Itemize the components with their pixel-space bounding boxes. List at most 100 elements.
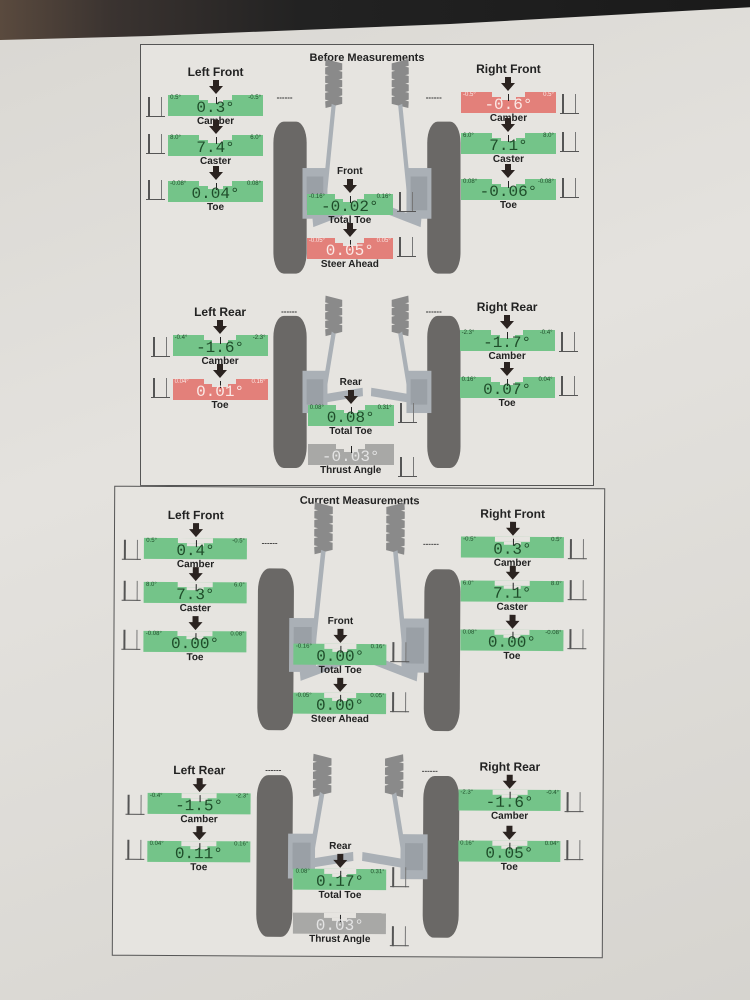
wheel-placeholder-dashes: ------: [276, 93, 293, 103]
gauge-max-label: 0.16°: [251, 379, 266, 385]
rf-caster-label: Caster: [492, 153, 525, 165]
gauge-value: 0.07°: [483, 380, 532, 399]
target-arrow-icon: [191, 832, 206, 841]
wheel-diagram-icon: [397, 403, 417, 423]
gauge-notch: [203, 379, 237, 384]
rf-caster-gauge: 6.0° 8.0° 7.1°: [460, 580, 564, 603]
rf-caster-reading: 6.0° 8.0° 7.1° Caster: [460, 566, 584, 615]
gauge-value: -1.5°: [175, 797, 224, 816]
rear-total-toe-reading: Rear 0.08° 0.31° 0.17° Total Toe: [293, 839, 407, 902]
front-total-toe-gauge: -0.16° 0.16° 0.00°: [293, 644, 387, 666]
gauge-value: -0.02°: [321, 197, 379, 216]
wheel-placeholder-dashes: ------: [265, 765, 282, 776]
gauge-min-label: 0.04°: [174, 379, 189, 385]
lf-caster-label: Caster: [179, 602, 211, 614]
lr-camber-gauge: -0.4° -2.3° -1.5°: [147, 793, 251, 816]
thrust-angle-label: Thrust Angle: [309, 933, 371, 945]
lr-camber-title: Left Rear: [194, 304, 247, 319]
wheel-diagram-icon: [569, 629, 584, 650]
target-arrow-icon: [188, 529, 203, 538]
wheel-diagram-icon: [397, 457, 417, 478]
gauge-max-label: 8.0°: [543, 132, 554, 139]
wheel-placeholder-dashes: ------: [425, 93, 442, 103]
gauge-notch: [336, 444, 366, 450]
target-arrow-icon: [501, 76, 516, 91]
wheel-placeholder-dashes: ------: [261, 538, 278, 549]
target-arrow-icon: [342, 223, 357, 238]
target-arrow-icon: [208, 79, 223, 94]
lf-toe-reading: -0.08° 0.08° 0.00° Toe: [123, 616, 247, 665]
gauge-min-label: -0.08°: [170, 181, 187, 187]
gauge-max-label: 0.05°: [376, 238, 391, 245]
gauge-notch: [500, 137, 517, 141]
gauge-notch: [492, 178, 525, 184]
target-arrow-icon: [342, 178, 357, 193]
rf-camber-gauge: -0.5° 0.5° 0.3°: [461, 536, 564, 559]
gauge-value: -1.6°: [196, 338, 245, 357]
target-arrow-icon: [208, 119, 223, 134]
gauge-center-tick: [350, 446, 352, 454]
gauge-value: 7.3°: [176, 585, 215, 604]
gauge-notch: [203, 334, 237, 340]
gauge-max-label: -0.4°: [539, 330, 553, 337]
wheel-diagram-icon: [150, 336, 170, 357]
gauge-notch: [499, 381, 515, 385]
lf-toe-label: Toe: [186, 651, 204, 663]
gauge-center-tick: [350, 407, 352, 414]
rf-camber-reading: Right Front -0.5° 0.5° 0.3° Camber: [461, 506, 584, 570]
before-measurements-panel: Before Measurements Left Front 0.5° -0.5…: [140, 44, 594, 486]
gauge-value: 0.3°: [493, 540, 532, 559]
gauge-notch: [342, 243, 357, 247]
lf-camber-reading: Left Front 0.5° -0.5° 0.3° Camber: [146, 65, 264, 128]
gauge-max-label: 6.0°: [250, 134, 262, 141]
wheel-diagram-icon: [123, 629, 138, 650]
wheel-diagram-icon: [146, 96, 166, 117]
lf-camber-gauge: 0.5° -0.5° 0.3°: [168, 94, 264, 116]
rr-camber-reading: Right Rear -2.3° -0.4° -1.7° Camber: [459, 300, 578, 363]
target-arrow-icon: [505, 527, 520, 536]
gauge-value: -1.7°: [483, 334, 532, 353]
front-total-toe-label: Total Toe: [328, 214, 372, 226]
lf-toe-gauge: -0.08° 0.08° 0.04°: [168, 181, 264, 203]
lf-caster-reading: 8.0° 6.0° 7.3° Caster: [123, 566, 247, 615]
gauge-value: 0.00°: [315, 696, 365, 715]
front-total-toe-gauge: -0.16° 0.16° -0.02°: [306, 193, 393, 216]
gauge-center-tick: [507, 378, 509, 386]
lf-caster-gauge: 8.0° 6.0° 7.4°: [168, 134, 264, 156]
rf-toe-reading: 0.08° -0.08° 0.00° Toe: [460, 615, 584, 664]
rf-toe-label: Toe: [503, 651, 521, 663]
wheel-diagram-icon: [396, 237, 416, 258]
wheel-diagram-icon: [569, 538, 584, 559]
gauge-value: 7.1°: [489, 136, 528, 155]
steer-ahead-reading: -0.05° 0.05° 0.00° Steer Ahead: [293, 677, 407, 725]
steer-ahead-label: Steer Ahead: [320, 259, 379, 271]
target-arrow-icon: [502, 781, 517, 790]
gauge-notch: [500, 96, 517, 100]
rf-toe-gauge: 0.08° -0.08° 0.00°: [460, 629, 564, 652]
rf-camber-gauge: -0.5° 0.5° -0.6°: [461, 91, 556, 113]
gauge-min-label: 0.5°: [170, 94, 181, 101]
gauge-center-tick: [349, 195, 351, 203]
gauge-notch: [207, 139, 224, 143]
gauge-notch: [342, 198, 357, 202]
lf-caster-gauge: 8.0° 6.0° 7.3°: [143, 581, 247, 604]
gauge-max-label: -0.08°: [537, 178, 554, 185]
suspension-illustration: [273, 58, 461, 468]
wheel-diagram-icon: [127, 794, 142, 815]
gauge-notch: [212, 339, 228, 343]
gauge-min-label: -0.5°: [463, 91, 476, 98]
rr-toe-label: Toe: [498, 397, 516, 409]
rear-total-toe-gauge: 0.08° 0.31° 0.08°: [307, 405, 394, 427]
gauge-min-label: -0.4°: [174, 334, 188, 341]
gauge-value: -1.6°: [485, 794, 534, 813]
suspension-illustration: [256, 502, 461, 939]
lf-toe-label: Toe: [207, 202, 225, 213]
gauge-notch: [207, 99, 224, 103]
gauge-center-tick: [215, 183, 217, 190]
wheel-diagram-icon: [569, 580, 584, 601]
wheel-diagram-icon: [566, 792, 582, 813]
wheel-diagram-icon: [558, 332, 578, 353]
gauge-notch: [490, 330, 524, 336]
wheel-diagram-icon: [124, 539, 139, 560]
gauge-min-label: -0.16°: [308, 193, 325, 200]
